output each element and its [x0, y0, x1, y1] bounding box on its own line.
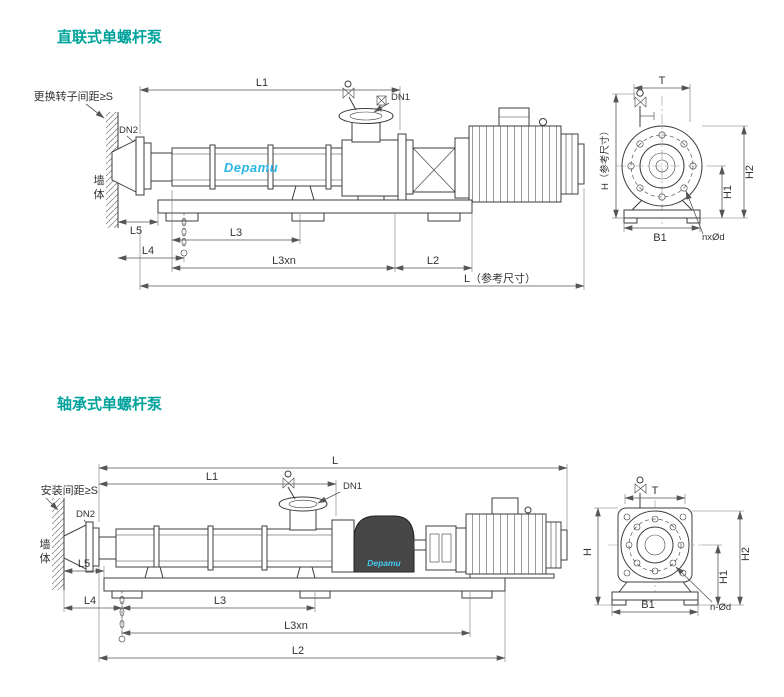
dim-l1: L1 [256, 77, 268, 89]
s2-bearing-pedestal: Depamu [331, 515, 415, 573]
dim-t: T [652, 485, 659, 497]
dim-l3: L3 [214, 595, 226, 607]
motor-terminal-box [491, 497, 519, 515]
dim-hc-ref: H（参考尺寸） [599, 126, 611, 190]
motor-body [465, 513, 547, 575]
rotor-spacing-label: 更换转子间距≥S [34, 89, 113, 103]
dim-h2: H2 [744, 165, 756, 179]
s1-drive-motor [397, 107, 585, 203]
brand-logo: Depamu [224, 160, 278, 175]
s1-end-valve [634, 89, 655, 127]
s1-discharge-housing [338, 80, 399, 197]
wall-label-char2: 体 [40, 551, 51, 565]
s2-end-base [611, 581, 699, 606]
motor-eyebolt [524, 506, 532, 514]
dim-l2: L2 [292, 645, 304, 657]
dim-l2: L2 [427, 255, 439, 267]
dn1-label: DN1 [391, 92, 410, 103]
s1-end-dimensions: T H（参考尺寸） H2 H1 B1 nxØd [599, 75, 756, 244]
dim-l3: L3 [230, 227, 242, 239]
dim-b1: B1 [641, 599, 654, 611]
s1-end-base [623, 199, 701, 224]
s1-end-view: T H（参考尺寸） H2 H1 B1 nxØd [599, 75, 756, 244]
dim-l5: L5 [130, 225, 142, 237]
wall-label-char1: 墙 [94, 173, 105, 187]
section2-bearing-type: 轴承式单螺杆泵 墙 体 安装间距≥S DN2 [40, 395, 752, 662]
dim-l: L [332, 455, 338, 467]
dim-l4: L4 [84, 595, 96, 607]
s2-side-view: 墙 体 安装间距≥S DN2 [40, 455, 568, 662]
s2-wall: 墙 体 [40, 498, 65, 590]
dim-nxod: nxØd [702, 232, 725, 243]
dim-l1: L1 [206, 471, 218, 483]
s2-baseplate [103, 566, 506, 599]
s1-stator-tube: Depamu [171, 144, 343, 190]
brand-logo: Depamu [367, 558, 401, 568]
motor-body [468, 125, 562, 203]
s2-end-valve [634, 476, 647, 508]
dim-l3xn: L3xn [284, 620, 308, 632]
dim-h: H [582, 548, 594, 556]
dim-l3xn: L3xn [272, 255, 296, 267]
dn1-label: DN1 [343, 481, 362, 492]
section1-title: 直联式单螺杆泵 [57, 28, 162, 46]
dim-h1: H1 [718, 570, 730, 584]
dim-h2: H2 [740, 547, 752, 561]
dn2-label: DN2 [76, 509, 95, 520]
s2-bolt-holes [625, 515, 685, 575]
motor-eyebolt [539, 118, 547, 126]
section2-title: 轴承式单螺杆泵 [57, 395, 162, 413]
install-spacing-label: 安装间距≥S [41, 483, 98, 497]
wall-label-char2: 体 [94, 187, 105, 201]
s1-baseplate [157, 185, 473, 222]
dim-h1: H1 [722, 185, 734, 199]
s1-dimensions: L1 L5 L3 L4 L3xn L2 L [117, 77, 585, 290]
bearing-housing [353, 515, 415, 573]
dim-t: T [659, 75, 666, 87]
s2-end-view: T H H2 H1 B1 n-Ød [582, 476, 752, 616]
s2-dimensions: L L1 L5 L4 L3 L3xn L2 [63, 455, 568, 662]
s1-side-view: 墙 体 更换转子间距≥S DN2 [34, 77, 585, 290]
dim-l-ref: L（参考尺寸） [464, 271, 536, 285]
s2-coupling-motor [413, 497, 568, 579]
s1-dn1-callout: DN1 [373, 92, 410, 113]
s1-spacing-note: 更换转子间距≥S [34, 89, 113, 119]
dim-l5: L5 [78, 558, 90, 570]
s2-spacing-note: 安装间距≥S [41, 483, 98, 511]
dim-l4: L4 [142, 245, 154, 257]
s2-stator-tube [115, 525, 333, 571]
s1-suction-flange: DN2 [111, 125, 173, 196]
section1-direct-coupled: 直联式单螺杆泵 墙 体 更换转子间距≥S DN2 [34, 28, 756, 290]
dim-b1: B1 [653, 232, 666, 244]
s1-bolt-holes [627, 131, 697, 201]
s2-discharge [278, 470, 328, 531]
s2-dn1-callout: DN1 [317, 481, 362, 504]
s2-end-dimensions: T H H2 H1 B1 n-Ød [582, 485, 752, 616]
dim-nod: n-Ød [710, 602, 731, 613]
dn2-label: DN2 [119, 125, 138, 136]
wall-label-char1: 墙 [40, 537, 51, 551]
